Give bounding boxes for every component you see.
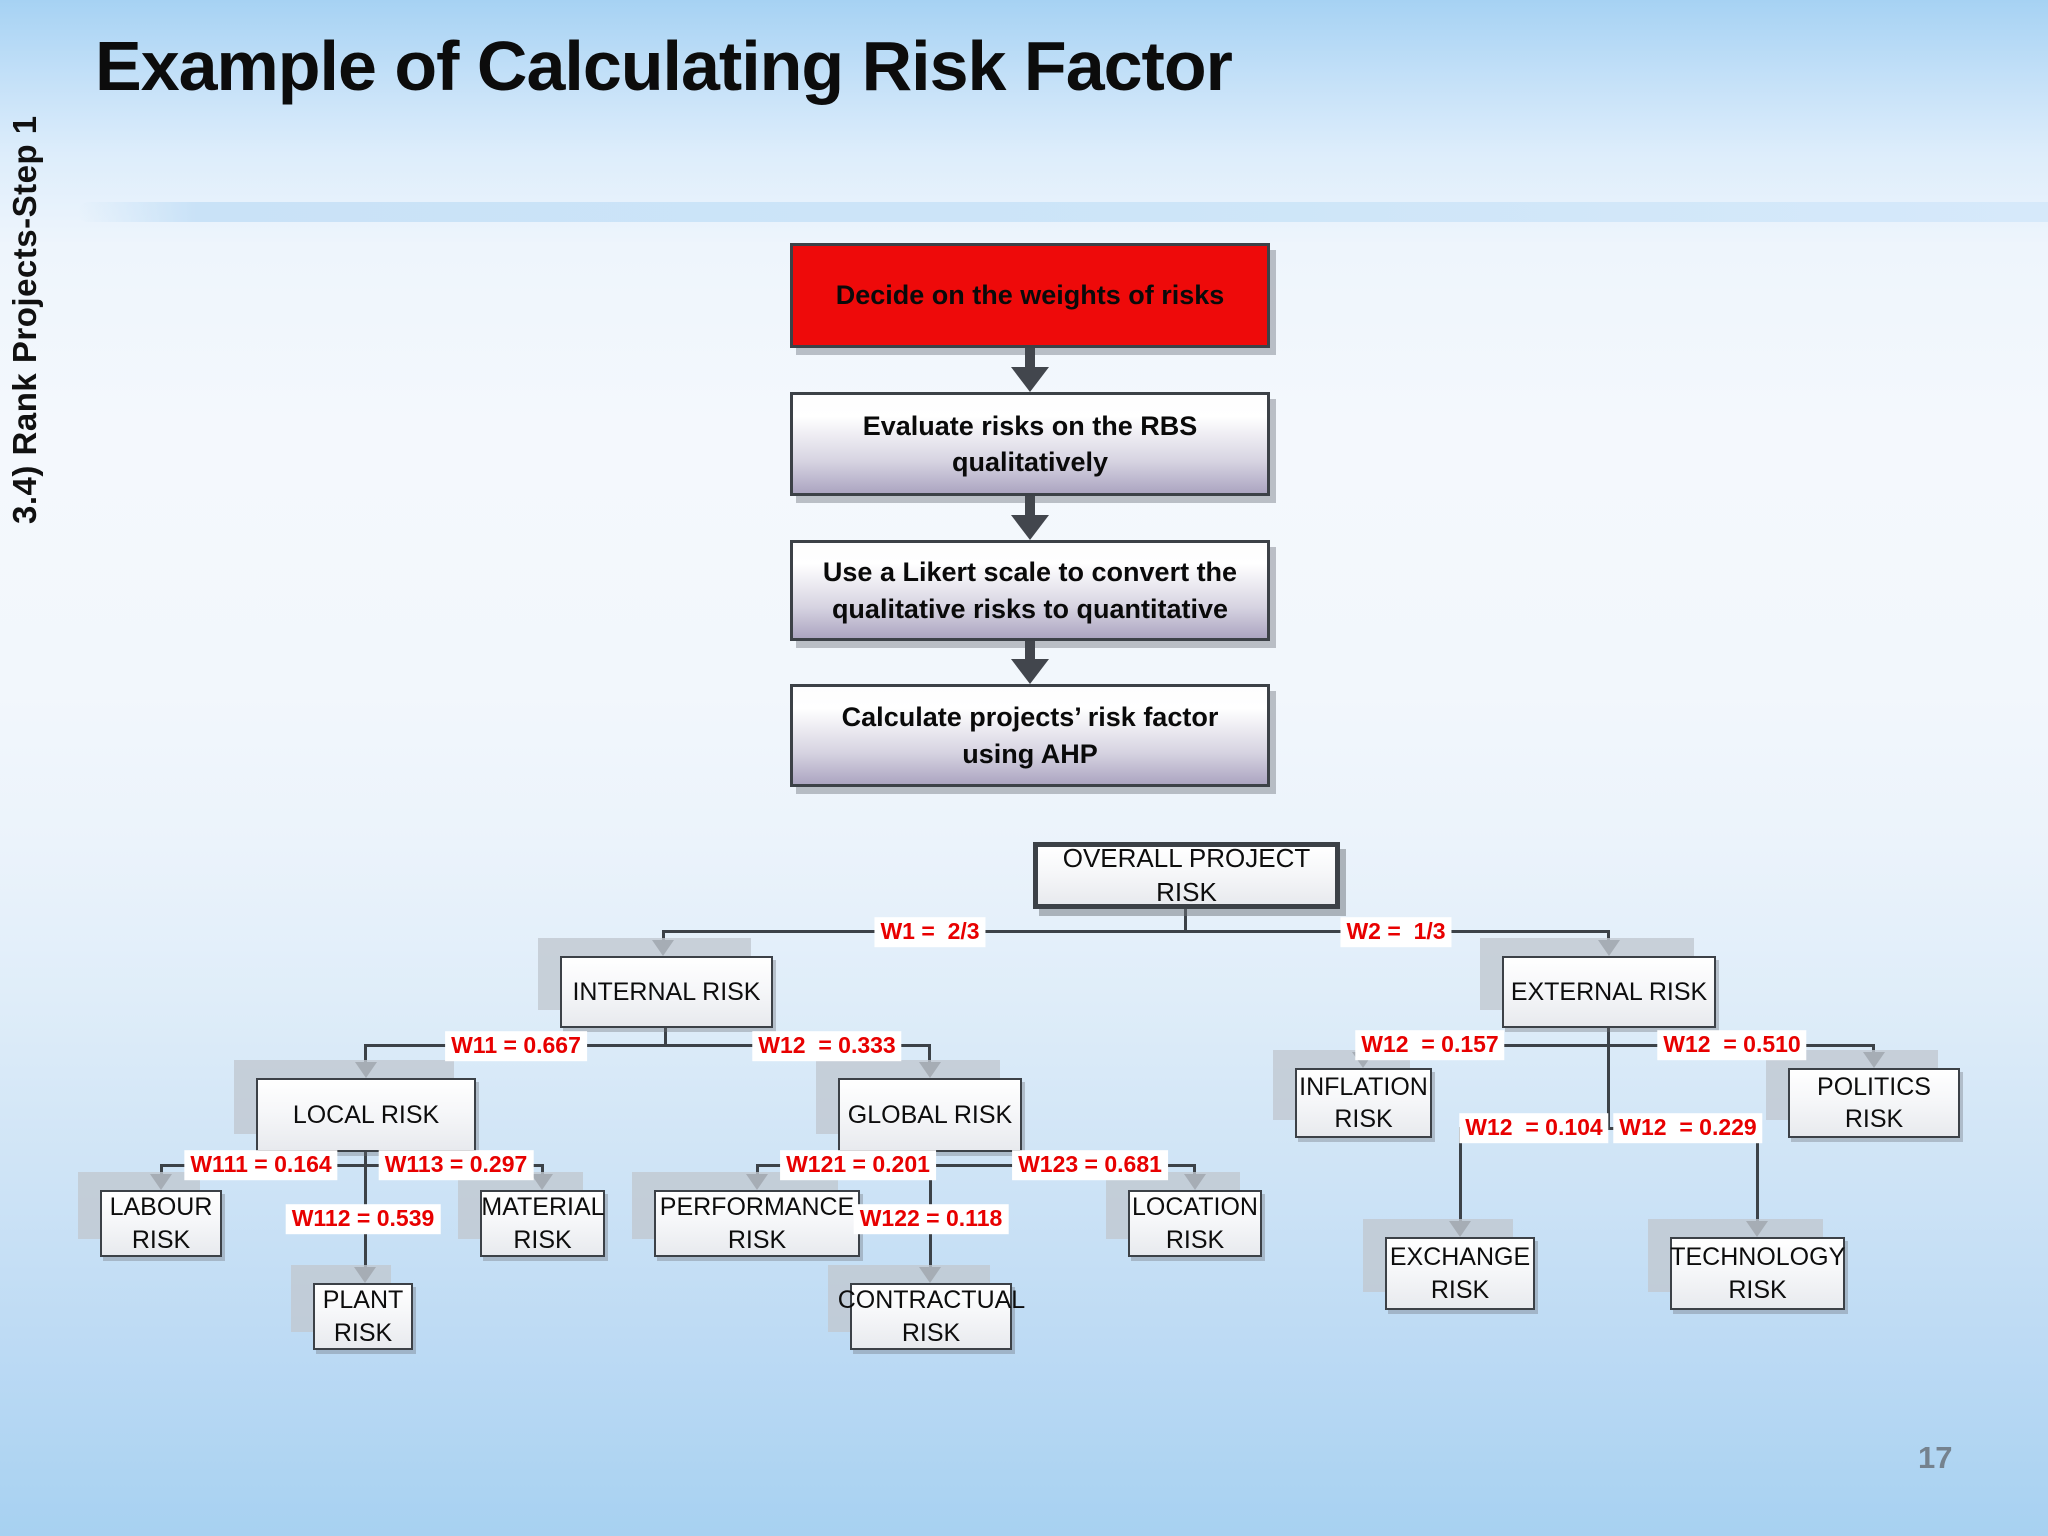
weight-label-w11: W11 = 0.667 bbox=[445, 1031, 587, 1061]
connector-line bbox=[160, 1164, 163, 1174]
weight-label-w12-inflation: W12 = 0.157 bbox=[1355, 1030, 1505, 1060]
tree-node-plant-risk: PLANT RISK bbox=[313, 1283, 413, 1350]
arrow-head bbox=[1011, 515, 1049, 540]
arrow-down-icon bbox=[919, 1062, 941, 1078]
connector-line bbox=[662, 930, 665, 942]
tree-node-exchange-risk: EXCHANGE RISK bbox=[1385, 1237, 1535, 1310]
connector-line bbox=[160, 1164, 543, 1167]
weight-label-w1: W1 = 2/3 bbox=[874, 917, 986, 947]
weight-label-w2: W2 = 1/3 bbox=[1340, 917, 1452, 947]
arrow-down-icon bbox=[652, 940, 674, 956]
connector-line bbox=[1184, 909, 1187, 932]
weight-label-w113: W113 = 0.297 bbox=[378, 1150, 534, 1180]
arrow-down-icon bbox=[1184, 1174, 1206, 1190]
arrow-down-icon bbox=[531, 1174, 553, 1190]
arrow-down-icon bbox=[354, 1267, 376, 1283]
sidebar-step-label: 3.4) Rank Projects-Step 1 bbox=[6, 115, 43, 525]
connector-line bbox=[663, 930, 1610, 933]
weight-label-w12-exchange: W12 = 0.104 bbox=[1459, 1113, 1609, 1143]
weight-label-w121: W121 = 0.201 bbox=[780, 1150, 936, 1180]
arrow-down-icon bbox=[1746, 1221, 1768, 1237]
arrow-stem bbox=[1025, 641, 1035, 664]
weight-label-w122: W122 = 0.118 bbox=[853, 1204, 1009, 1234]
arrow-down-icon bbox=[150, 1174, 172, 1190]
connector-line bbox=[756, 1164, 759, 1174]
connector-line bbox=[1459, 1127, 1759, 1130]
weight-label-w111: W111 = 0.164 bbox=[184, 1150, 338, 1180]
tree-node-contractual-risk: CONTRACTUAL RISK bbox=[838, 1283, 1025, 1350]
arrow-down-icon bbox=[355, 1062, 377, 1078]
arrow-down-icon bbox=[1449, 1221, 1471, 1237]
connector-line bbox=[364, 1044, 930, 1047]
connector-line bbox=[1193, 1164, 1196, 1174]
tree-node-overall-project-risk: OVERALL PROJECT RISK bbox=[1033, 842, 1340, 909]
connector-line bbox=[1459, 1127, 1462, 1221]
weight-label-w12-internal: W12 = 0.333 bbox=[752, 1031, 902, 1061]
weight-label-w12-politics: W12 = 0.510 bbox=[1657, 1030, 1807, 1060]
connector-line bbox=[664, 1028, 667, 1047]
tree-node-global-risk: GLOBAL RISK bbox=[838, 1078, 1022, 1152]
connector-line bbox=[756, 1164, 1195, 1167]
weight-label-w123: W123 = 0.681 bbox=[1012, 1150, 1168, 1180]
flowchart-step-evaluate-rbs: Evaluate risks on the RBS qualitatively bbox=[790, 392, 1270, 496]
weight-label-w112: W112 = 0.539 bbox=[285, 1204, 441, 1234]
flowchart-step-likert-scale: Use a Likert scale to convert the qualit… bbox=[790, 540, 1270, 641]
flow-arrow-icon bbox=[1010, 348, 1050, 392]
connector-line bbox=[364, 1044, 367, 1062]
arrow-head bbox=[1011, 659, 1049, 684]
connector-line bbox=[1756, 1127, 1759, 1221]
tree-node-technology-risk: TECHNOLOGY RISK bbox=[1670, 1237, 1845, 1310]
connector-line bbox=[541, 1164, 544, 1174]
arrow-down-icon bbox=[1863, 1052, 1885, 1068]
tree-node-external-risk: EXTERNAL RISK bbox=[1502, 956, 1716, 1028]
arrow-stem bbox=[1025, 496, 1035, 520]
arrow-down-icon bbox=[1598, 940, 1620, 956]
arrow-down-icon bbox=[919, 1267, 941, 1283]
weight-label-w12-technology: W12 = 0.229 bbox=[1613, 1113, 1763, 1143]
connector-line bbox=[1607, 930, 1610, 942]
connector-line bbox=[1362, 1044, 1874, 1047]
page-title: Example of Calculating Risk Factor bbox=[95, 27, 1233, 105]
page-number: 17 bbox=[1918, 1440, 1953, 1475]
arrow-head bbox=[1011, 367, 1049, 392]
flow-arrow-icon bbox=[1010, 496, 1050, 540]
title-underline bbox=[78, 202, 2048, 222]
tree-node-location-risk: LOCATION RISK bbox=[1128, 1190, 1262, 1257]
tree-node-politics-risk: POLITICS RISK bbox=[1788, 1068, 1960, 1138]
tree-node-inflation-risk: INFLATION RISK bbox=[1295, 1068, 1432, 1138]
tree-node-local-risk: LOCAL RISK bbox=[256, 1078, 476, 1152]
tree-node-internal-risk: INTERNAL RISK bbox=[560, 956, 773, 1028]
flowchart-step-decide-weights: Decide on the weights of risks bbox=[790, 243, 1270, 348]
arrow-down-icon bbox=[746, 1174, 768, 1190]
connector-line bbox=[928, 1044, 931, 1062]
tree-node-labour-risk: LABOUR RISK bbox=[100, 1190, 222, 1257]
arrow-stem bbox=[1025, 348, 1035, 372]
connector-line bbox=[1607, 1028, 1610, 1128]
tree-node-performance-risk: PERFORMANCE RISK bbox=[654, 1190, 860, 1257]
flow-arrow-icon bbox=[1010, 641, 1050, 684]
tree-node-material-risk: MATERIAL RISK bbox=[480, 1190, 605, 1257]
flowchart-step-calculate-ahp: Calculate projects’ risk factor using AH… bbox=[790, 684, 1270, 787]
connector-line bbox=[1872, 1044, 1875, 1052]
